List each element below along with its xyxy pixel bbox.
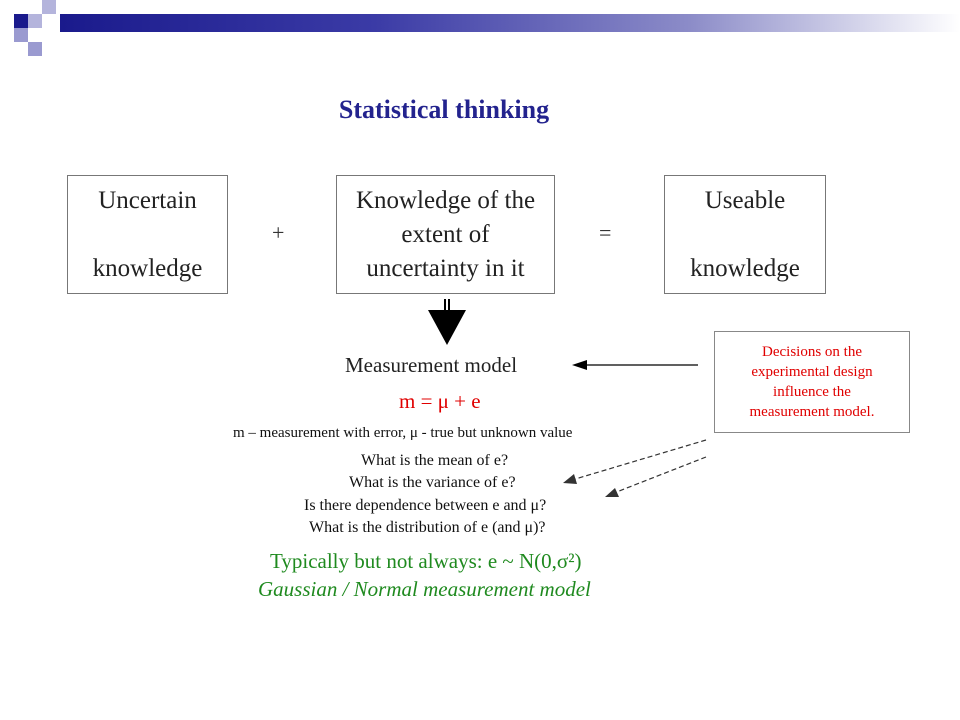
note-line: influence the: [773, 384, 851, 400]
plus-operator: +: [272, 220, 285, 245]
measurement-model-label: Measurement model: [345, 353, 518, 377]
header-square: [42, 0, 56, 14]
box-line: knowledge: [690, 254, 800, 282]
question-variance: What is the variance of e?: [349, 474, 516, 491]
header-square: [28, 42, 42, 56]
extent-of-uncertainty-box: Knowledge of the extent of uncertainty i…: [336, 175, 555, 294]
uncertain-knowledge-box: Uncertain knowledge: [67, 175, 228, 294]
header-square: [14, 28, 28, 42]
box-line: uncertainty in it: [366, 254, 525, 282]
dashed-arrow-variance-head: [563, 474, 577, 484]
equals-operator: =: [599, 220, 612, 245]
box-line: extent of: [401, 220, 490, 248]
box-line: Uncertain: [98, 186, 197, 214]
model-formula: m = μ + e: [399, 389, 481, 413]
note-to-model-arrow-head: [572, 360, 587, 370]
box-line: Useable: [704, 186, 786, 214]
note-line: measurement model.: [749, 404, 875, 420]
dashed-arrow-dependence-head: [605, 488, 619, 497]
dashed-arrow-dependence: [613, 456, 707, 494]
note-line: Decisions on the: [762, 344, 862, 360]
gaussian-model-label: Gaussian / Normal measurement model: [258, 577, 591, 601]
useable-knowledge-box: Useable knowledge: [664, 175, 826, 294]
typically-statement: Typically but not always: e ~ N(0,σ²): [270, 549, 582, 573]
model-definition: m – measurement with error, μ - true but…: [233, 425, 573, 441]
dashed-arrow-variance: [571, 439, 707, 481]
slide-title: Statistical thinking: [338, 95, 550, 124]
note-line: experimental design: [751, 364, 873, 380]
decision-note-box: Decisions on the experimental design inf…: [714, 331, 910, 433]
question-dependence: Is there dependence between e and μ?: [304, 497, 547, 514]
header-bar: [60, 14, 960, 32]
down-arrow-head: [428, 310, 466, 345]
box-line: Knowledge of the: [355, 186, 536, 214]
question-mean: What is the mean of e?: [361, 452, 509, 469]
question-distribution: What is the distribution of e (and μ)?: [309, 519, 546, 536]
header-square: [28, 14, 42, 28]
box-line: knowledge: [92, 254, 203, 282]
header-square: [14, 14, 28, 28]
